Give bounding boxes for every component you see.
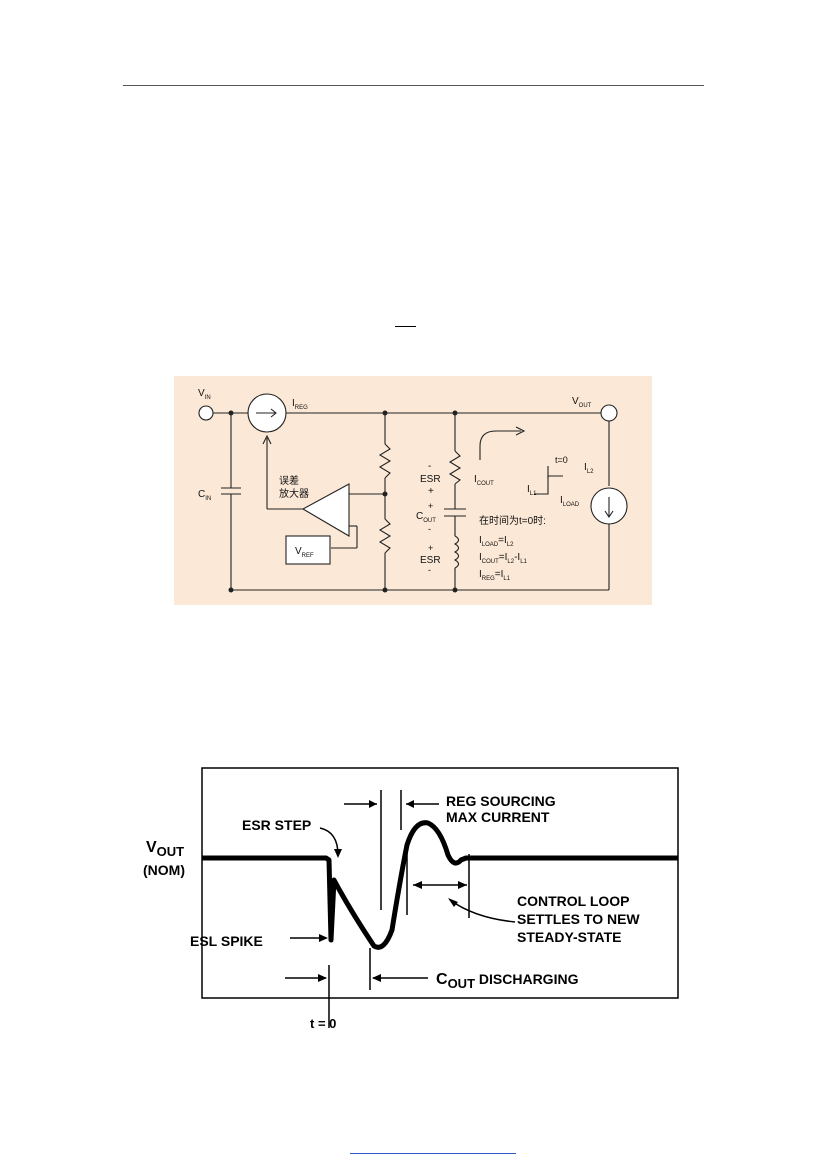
circuit-diagram: VIN IREG VOUT CIN 误差 放大器 VREF - ESR + + … — [174, 376, 652, 605]
vout-waveform — [202, 820, 678, 950]
error-amplifier — [301, 483, 350, 537]
vref-label: VREF — [295, 546, 314, 559]
transient-response-figure: VOUT (NOM) ESR STEP ESL SPIKE REG SOURCI… — [130, 760, 690, 1040]
eq-iload: ILOAD=IL2 — [479, 535, 514, 548]
error-amp-label-line1: 误差 — [279, 474, 299, 487]
at-time-label: 在时间为t=0时: — [479, 514, 546, 527]
t0-label: t = 0 — [310, 1016, 336, 1031]
iload-label: ILOAD — [560, 495, 580, 508]
header-rule — [123, 85, 704, 86]
cout-label: COUT — [416, 511, 436, 524]
esr-top-plus: + — [428, 486, 434, 497]
vout-nom-label: VOUT — [146, 839, 184, 859]
ireg-label: IREG — [292, 398, 308, 411]
esr-top-minus: - — [428, 461, 431, 472]
esr-bottom-plus: + — [428, 543, 433, 553]
eq-icout: ICOUT=IL2-IL1 — [479, 552, 528, 565]
vin-terminal — [198, 405, 214, 421]
cin-label: CIN — [198, 489, 211, 502]
regulator-circuit-figure: VIN IREG VOUT CIN 误差 放大器 VREF - ESR + + … — [174, 376, 652, 605]
figure-background — [174, 376, 652, 605]
t0-label: t=0 — [555, 455, 568, 465]
icout-label: ICOUT — [474, 474, 494, 487]
cout-discharging-label: COUT DISCHARGING — [436, 971, 579, 991]
control-loop-line1: CONTROL LOOP — [517, 893, 630, 909]
esr-top-label: ESR — [420, 474, 441, 485]
vout-label: VOUT — [572, 396, 592, 409]
plot-frame — [201, 767, 679, 999]
il1-label: IL1 — [527, 484, 537, 497]
vout-terminal — [600, 404, 618, 422]
nom-label: (NOM) — [143, 862, 185, 878]
cout-plus: + — [428, 501, 433, 511]
eq-ireg: IREG=IL1 — [479, 569, 511, 582]
cout-minus: - — [428, 524, 431, 534]
control-loop-line3: STEADY-STATE — [517, 929, 622, 945]
esr-bottom-label: ESR — [420, 555, 441, 566]
il2-label: IL2 — [584, 462, 594, 475]
vref-box — [285, 535, 331, 565]
error-amp-label-line2: 放大器 — [279, 487, 309, 500]
reg-sourcing-line2: MAX CURRENT — [446, 809, 550, 825]
esl-spike-label: ESL SPIKE — [190, 933, 263, 949]
reg-sourcing-line1: REG SOURCING — [446, 793, 556, 809]
esr-bottom-minus: - — [428, 565, 431, 575]
esr-step-label: ESR STEP — [242, 817, 311, 833]
control-loop-line2: SETTLES TO NEW — [517, 911, 640, 927]
vin-label: VIN — [198, 388, 211, 401]
footer-link-underline[interactable] — [350, 1153, 516, 1154]
inline-fraction-rule — [395, 326, 416, 327]
transient-diagram: VOUT (NOM) ESR STEP ESL SPIKE REG SOURCI… — [143, 767, 679, 1031]
